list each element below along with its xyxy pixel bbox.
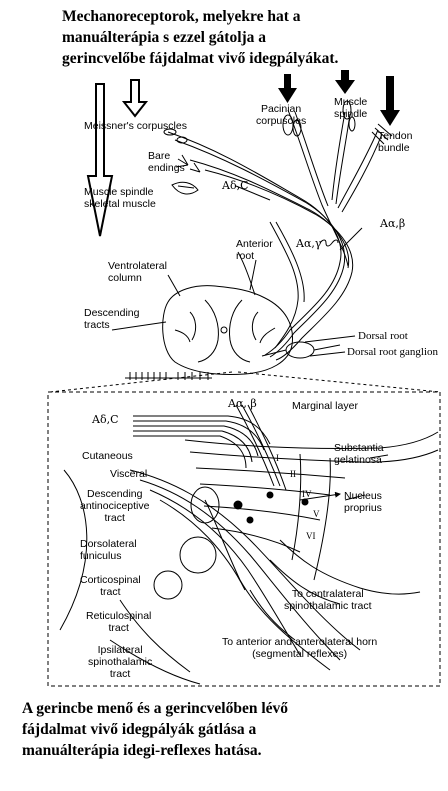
label-nucleus-line-2: proprius (344, 502, 382, 514)
label-ipsilateral-line-2: spinothalamic (88, 656, 153, 668)
bottom-caption: A gerincbe menő és a gerincvelőben lévő … (22, 698, 432, 761)
lamina-iv: IV (302, 489, 312, 499)
hollow-arrow-left-short (121, 79, 149, 118)
label-tendon-line-2: bundle (378, 142, 410, 154)
label-anterior-root-line-1: Anterior (236, 238, 273, 250)
dorsal-horn-drawing (59, 404, 439, 685)
label-corticospinal-line-2: tract (100, 586, 121, 598)
label-descending-tracts-line-2: tracts (84, 319, 110, 331)
label-muscle-spindle-skeletal-line-2: skeletal muscle (84, 198, 156, 210)
label-dorsal-root-ganglion: Dorsal root ganglion (347, 346, 439, 358)
label-descending-tracts: Descending tracts (84, 307, 139, 331)
label-aalpha-beta-upper: Aα,β (380, 217, 406, 230)
hollow-arrow-left-long (86, 83, 114, 237)
label-anterior-horn-line-1: To anterior and anterolateral horn (222, 636, 378, 648)
caption-line-1: A gerincbe menő és a gerincvelőben lévő (22, 700, 289, 717)
label-substantia-gelatinosa: Substantia gelatinosa (334, 442, 384, 466)
label-adelta-c-lower: Aδ,C (92, 413, 119, 426)
top-annotation: Mechanoreceptorok, melyekre hat a manuál… (62, 6, 442, 69)
label-reticulospinal-line-2: tract (108, 622, 129, 634)
upper-nerve-drawing (111, 100, 393, 380)
label-aalpha-gamma: Aα,γ (296, 237, 322, 250)
label-desc-antino-line-1: Descending (87, 488, 143, 500)
label-contralateral-line-1: To contralateral (291, 588, 364, 600)
label-anterior-root: Anterior root (236, 238, 273, 262)
zoom-guides (49, 371, 441, 393)
label-nucleus-proprius: Nucleus proprius (344, 490, 382, 514)
label-dorsolateral-line-2: funiculus (80, 550, 122, 562)
lamina-i: I (276, 453, 279, 463)
label-substantia-line-1: Substantia (334, 442, 384, 454)
label-muscle-spindle: Muscle spindle (334, 96, 367, 120)
label-descending-antinociceptive: Descending antinociceptive tract (80, 488, 149, 524)
label-visceral: Visceral (110, 468, 148, 480)
label-ventrolateral-line-2: column (108, 272, 142, 284)
label-muscle-spindle-skeletal-line-1: Muscle spindle (84, 186, 154, 198)
label-bare-endings-line-2: endings (148, 162, 185, 174)
label-corticospinal-line-1: Corticospinal (80, 574, 141, 586)
detail-box-frame (47, 391, 441, 687)
caption-line-2: fájdalmat vivő idegpályák gátlása a (22, 721, 257, 738)
label-desc-antino-line-3: tract (104, 512, 125, 524)
label-anterior-horn: To anterior and anterolateral horn (segm… (222, 636, 377, 660)
label-dorsolateral-line-1: Dorsolateral (80, 538, 137, 550)
top-annotation-line-1: Mechanoreceptorok, melyekre hat a (62, 8, 301, 25)
label-anterior-horn-line-2: (segmental reflexes) (252, 648, 348, 660)
label-muscle-spindle-line-2: spindle (334, 108, 368, 120)
label-tendon-line-1: Tendon (378, 130, 413, 142)
label-cutaneous: Cutaneous (82, 450, 133, 462)
label-meissner: Meissner's corpuscles (84, 120, 187, 132)
label-reticulospinal-line-1: Reticulospinal (86, 610, 152, 622)
label-ipsilateral-spinothalamic: Ipsilateral spinothalamic tract (88, 644, 152, 680)
label-desc-antino-line-2: antinociceptive (80, 500, 150, 512)
label-bare-endings-line-1: Bare (148, 150, 171, 162)
label-reticulospinal-tract: Reticulospinal tract (86, 610, 151, 634)
label-pacinian-line-2: corpuscles (256, 115, 307, 127)
arrow-muscle-spindle (335, 70, 355, 94)
lamina-ii: II (290, 469, 296, 479)
label-ventrolateral-line-1: Ventrolateral (108, 260, 167, 272)
caption-line-3: manuálterápia idegi-reflexes hatása. (22, 742, 262, 759)
label-contralateral-spinothalamic: To contralateral spinothalamic tract (284, 588, 372, 612)
label-marginal-layer: Marginal layer (292, 400, 358, 412)
label-ipsilateral-line-3: tract (109, 668, 131, 680)
arrow-tendon (380, 76, 400, 126)
label-nucleus-line-1: Nucleus (344, 490, 382, 502)
label-muscle-spindle-line-1: Muscle (334, 96, 368, 108)
label-ventrolateral: Ventrolateral column (108, 260, 167, 284)
label-muscle-spindle-skeletal: Muscle spindle skeletal muscle (84, 186, 156, 210)
label-ipsilateral-line-1: Ipsilateral (97, 644, 143, 656)
label-dorsal-root: Dorsal root (358, 330, 408, 342)
arrow-pacinian (278, 74, 297, 103)
label-pacinian: Pacinian corpuscles (256, 103, 306, 127)
lamina-v: V (313, 509, 320, 519)
lamina-vi: VI (306, 531, 316, 541)
label-tendon: Tendon bundle (378, 130, 412, 154)
label-contralateral-line-2: spinothalamic tract (284, 600, 372, 612)
label-anterior-root-line-2: root (236, 250, 255, 262)
top-annotation-line-3: gerincvelőbe fájdalmat vivő idegpályákat… (62, 50, 339, 67)
label-bare-endings: Bare endings (148, 150, 185, 174)
label-dorsolateral-funiculus: Dorsolateral funiculus (80, 538, 137, 562)
label-adelta-c-upper: Aδ,C (222, 179, 249, 192)
label-descending-tracts-line-1: Descending (84, 307, 140, 319)
top-annotation-line-2: manuálterápia s ezzel gátolja a (62, 29, 267, 46)
label-substantia-line-2: gelatinosa (334, 454, 382, 466)
label-pacinian-line-1: Pacinian (260, 103, 302, 115)
label-aalpha-beta-lower: Aα, β (228, 397, 257, 410)
label-corticospinal-tract: Corticospinal tract (80, 574, 141, 598)
